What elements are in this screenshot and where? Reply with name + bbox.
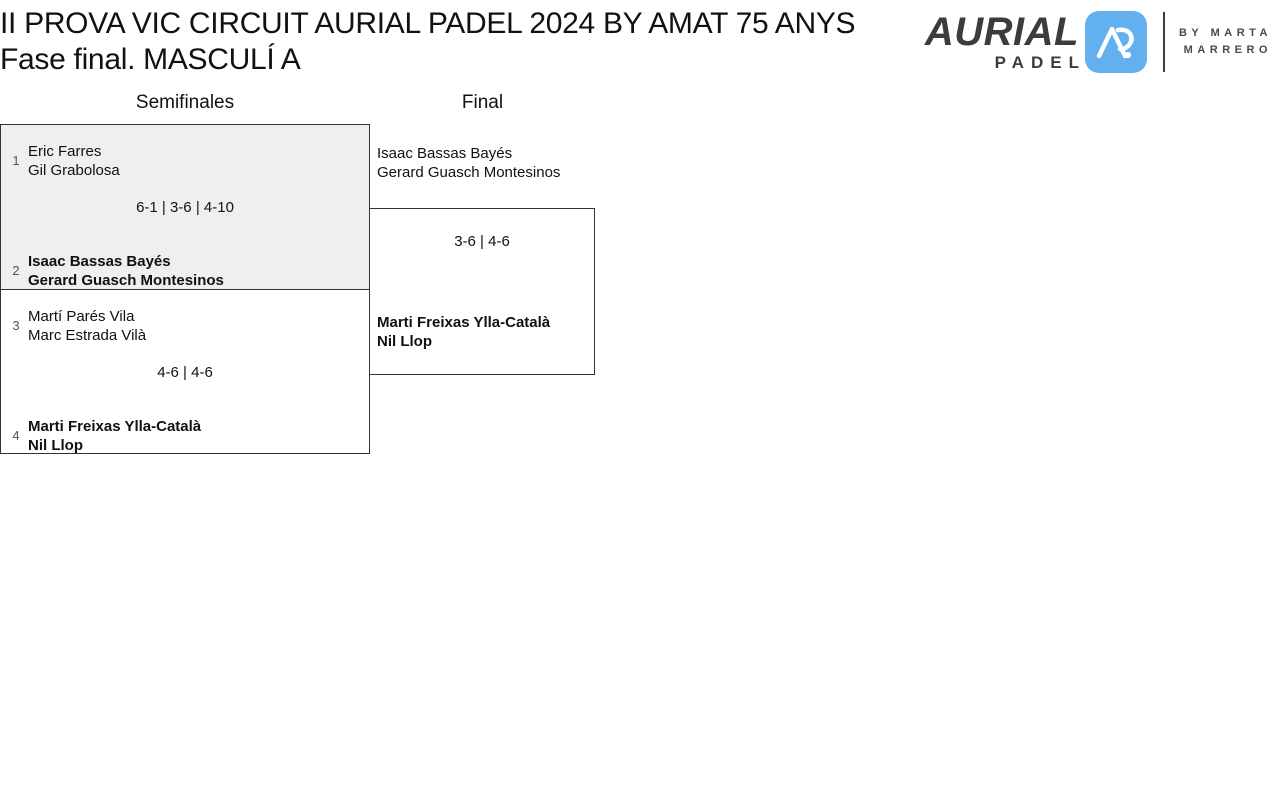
player-name: Gerard Guasch Montesinos [377, 164, 561, 181]
player-name: Isaac Bassas Bayés [28, 253, 171, 270]
tournament-title-line1: II PROVA VIC CIRCUIT AURIAL PADEL 2024 B… [0, 7, 856, 40]
match-semifinal-2[interactable]: 3 Martí Parés Vila Marc Estrada Vilà 4-6… [1, 289, 369, 455]
player-name: Gil Grabolosa [28, 162, 120, 179]
player-name: Isaac Bassas Bayés [377, 145, 513, 162]
team-entry: Martí Parés Vila Marc Estrada Vilà [28, 307, 146, 345]
player-name: Nil Llop [377, 333, 432, 350]
round-header-final: Final [461, 92, 504, 113]
match-final[interactable]: 3-6 | 4-6 Marti Freixas Ylla-Català Nil … [370, 208, 595, 375]
logo-wordmark: AURIAL PADEL [925, 12, 1079, 73]
round-header-semifinals: Semifinales [135, 92, 235, 113]
page-header: II PROVA VIC CIRCUIT AURIAL PADEL 2024 B… [0, 0, 1280, 84]
player-name: Eric Farres [28, 143, 102, 160]
player-name: Marc Estrada Vilà [28, 327, 147, 344]
logo-brand-text: AURIAL [924, 9, 1079, 54]
logo-divider [1162, 12, 1165, 72]
tournament-phase-line: Fase final. MASCULÍ A [0, 43, 301, 76]
aurial-padel-logo: AURIAL PADEL BY MARTA MARRERO [925, 5, 1272, 79]
final-team-entry-winner: Marti Freixas Ylla-Català Nil Llop [377, 313, 550, 351]
player-name: Nil Llop [28, 437, 83, 454]
team-entry: Eric Farres Gil Grabolosa [28, 142, 120, 180]
match-score: 3-6 | 4-6 [454, 233, 510, 250]
match-score: 6-1 | 3-6 | 4-10 [136, 199, 234, 216]
logo-subbrand-text: PADEL [994, 52, 1086, 72]
player-name: Marti Freixas Ylla-Català [28, 418, 202, 435]
round-headers: Semifinales Final [0, 84, 1280, 124]
semifinals-column: 1 Eric Farres Gil Grabolosa 6-1 | 3-6 | … [0, 124, 370, 454]
seed-number: 3 [12, 318, 20, 333]
tournament-title: II PROVA VIC CIRCUIT AURIAL PADEL 2024 B… [0, 6, 860, 78]
player-name: Martí Parés Vila [28, 308, 135, 325]
logo-byline: BY MARTA MARRERO [1179, 25, 1272, 59]
final-team-entry: Isaac Bassas Bayés Gerard Guasch Montesi… [377, 144, 560, 182]
player-name: Marti Freixas Ylla-Català [377, 314, 551, 331]
team-entry-winner: Isaac Bassas Bayés Gerard Guasch Montesi… [28, 252, 224, 290]
seed-number: 4 [12, 428, 20, 443]
ap-monogram-icon [1084, 11, 1147, 73]
match-semifinal-1[interactable]: 1 Eric Farres Gil Grabolosa 6-1 | 3-6 | … [1, 125, 369, 289]
seed-number: 2 [12, 263, 20, 278]
player-name: Gerard Guasch Montesinos [28, 272, 224, 289]
team-entry-winner: Marti Freixas Ylla-Català Nil Llop [28, 417, 201, 455]
final-column: Isaac Bassas Bayés Gerard Guasch Montesi… [370, 124, 595, 484]
logo-byline-line1: BY MARTA [1178, 27, 1272, 39]
match-score: 4-6 | 4-6 [157, 364, 213, 381]
seed-number: 1 [12, 153, 20, 168]
logo-byline-line2: MARRERO [1183, 44, 1272, 56]
bracket-rounds: 1 Eric Farres Gil Grabolosa 6-1 | 3-6 | … [0, 124, 1280, 484]
tournament-bracket: Semifinales Final 1 Eric Farres Gil Grab… [0, 84, 1280, 484]
